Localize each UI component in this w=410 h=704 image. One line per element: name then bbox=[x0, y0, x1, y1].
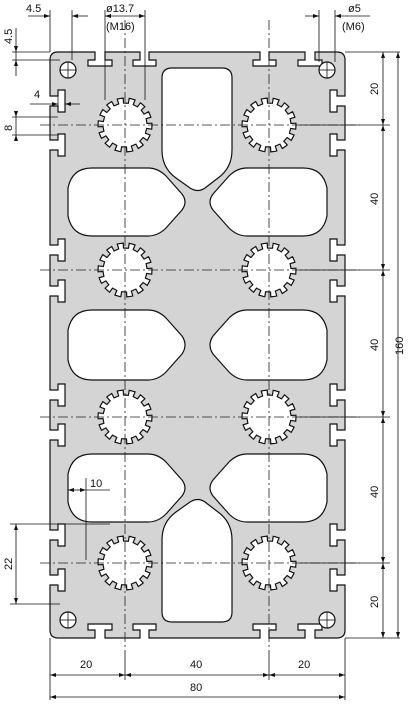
dim-wall-thickness: 10 bbox=[90, 478, 102, 490]
dimension-arrows bbox=[14, 14, 400, 699]
cavity-left-upper bbox=[67, 167, 186, 237]
dimension-lines bbox=[10, 10, 400, 700]
dim-right-pitch-top: 20 bbox=[369, 83, 381, 95]
dim-core-bore-diameter: ø13.7 bbox=[106, 3, 134, 15]
cavity-left-lower bbox=[67, 453, 186, 523]
dim-bottom-left: 20 bbox=[80, 659, 92, 671]
dim-corner-hole-diameter: ø5 bbox=[348, 3, 361, 15]
dim-overall-width: 80 bbox=[190, 682, 202, 694]
cavity-right-lower bbox=[209, 453, 328, 523]
cavity-right-upper bbox=[209, 167, 328, 237]
dim-overall-height: 160 bbox=[394, 337, 406, 355]
dim-slot-depth: 8 bbox=[3, 125, 15, 131]
dim-slot-opening: 4 bbox=[34, 89, 40, 101]
dim-core-bore-thread: (M16) bbox=[106, 21, 135, 33]
dim-bottom-right: 20 bbox=[298, 659, 310, 671]
dim-edge-offset: 22 bbox=[3, 558, 15, 570]
cavity-center-bottom bbox=[161, 498, 233, 623]
dim-corner-hole-thread: (M6) bbox=[342, 21, 365, 33]
dim-left-vertical-offset: 4.5 bbox=[3, 29, 15, 44]
corner-hole-icon bbox=[59, 61, 336, 629]
cavity-left-middle bbox=[67, 309, 186, 381]
dim-bottom-middle: 40 bbox=[190, 659, 202, 671]
dim-right-pitch-3: 40 bbox=[369, 486, 381, 498]
dim-top-left-offset: 4.5 bbox=[26, 3, 41, 15]
cavity-right-middle bbox=[209, 309, 328, 381]
dim-right-pitch-2: 40 bbox=[369, 339, 381, 351]
dim-right-pitch-bottom: 20 bbox=[369, 596, 381, 608]
cavity-center-top bbox=[161, 67, 233, 192]
dim-right-pitch-1: 40 bbox=[369, 193, 381, 205]
